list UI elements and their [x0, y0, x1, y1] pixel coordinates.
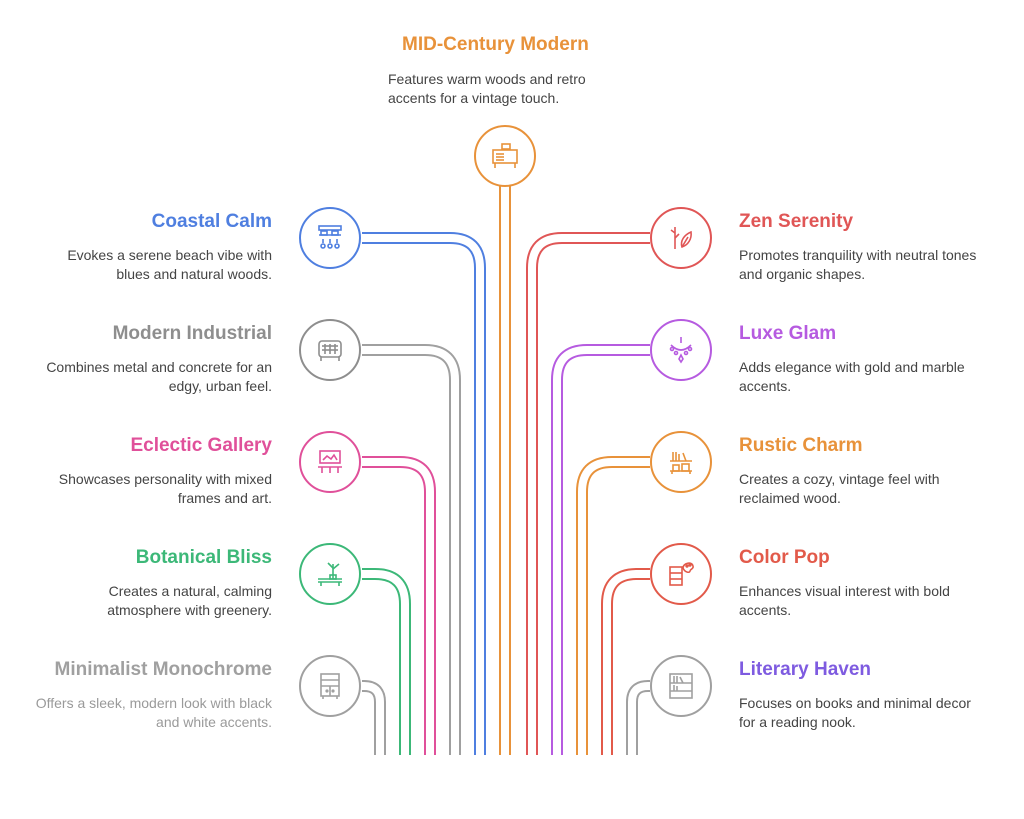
plant-table-icon [318, 562, 342, 586]
right-title-luxe: Luxe Glam [739, 323, 837, 344]
pipe-eclectic [362, 456, 436, 755]
bookshelf-icon [669, 673, 693, 699]
pipe-zen [526, 232, 650, 755]
left-desc-minimalist: Offers a sleek, modern look with black a… [35, 695, 272, 730]
shelf-lamps-icon [318, 225, 342, 249]
right-title-zen: Zen Serenity [739, 211, 854, 232]
left-desc-eclectic: Showcases personality with mixed frames … [58, 471, 272, 506]
right-desc-zen: Promotes tranquility with neutral tones … [739, 247, 977, 282]
pipe-botanical-inner [362, 570, 409, 755]
gallery-frame-icon [318, 450, 342, 473]
left-title-botanical: Botanical Bliss [135, 547, 272, 568]
pipe-zen-inner [528, 234, 650, 755]
node-coastal [299, 207, 361, 269]
industrial-console-icon [318, 340, 342, 361]
pipe-coastal [362, 232, 486, 755]
node-colorpop [650, 543, 712, 605]
right-desc-literary: Focuses on books and minimal decor for a… [739, 695, 971, 730]
node-minimalist [299, 655, 361, 717]
center-desc: Features warm woods and retro accents fo… [388, 71, 586, 106]
pipe-industrial-inner [362, 346, 459, 755]
left-desc-coastal: Evokes a serene beach vibe with blues an… [67, 247, 272, 282]
pipe-luxe-inner [553, 346, 650, 755]
right-desc-rustic: Creates a cozy, vintage feel with reclai… [739, 471, 940, 506]
chandelier-icon [669, 337, 693, 364]
pipe-rustic-inner [578, 458, 650, 755]
right-title-colorpop: Color Pop [739, 547, 830, 568]
pipe-colorpop-inner [603, 570, 650, 755]
center-title: MID-Century Modern [402, 34, 589, 55]
left-desc-botanical: Creates a natural, calming atmosphere wi… [107, 583, 272, 618]
node-luxe [650, 319, 712, 381]
cabinet-drawers-icon [320, 673, 340, 699]
pipe-rustic [576, 456, 650, 755]
node-industrial [299, 319, 361, 381]
left-title-coastal: Coastal Calm [151, 211, 272, 232]
node-zen [650, 207, 712, 269]
left-title-industrial: Modern Industrial [112, 323, 272, 344]
bamboo-leaf-icon [670, 227, 692, 249]
right-title-literary: Literary Haven [739, 659, 872, 680]
pipe-coastal-inner [362, 234, 484, 755]
right-title-rustic: Rustic Charm [739, 435, 863, 456]
right-desc-colorpop: Enhances visual interest with bold accen… [739, 583, 950, 618]
node-literary [650, 655, 712, 717]
node-eclectic [299, 431, 361, 493]
left-title-minimalist: Minimalist Monochrome [54, 659, 272, 680]
pipe-eclectic-inner [362, 458, 434, 755]
palette-shelf-icon [669, 562, 694, 586]
left-desc-industrial: Combines metal and concrete for an edgy,… [46, 359, 272, 394]
right-desc-luxe: Adds elegance with gold and marble accen… [739, 359, 965, 394]
pipe-literary-inner [628, 682, 650, 755]
node-botanical [299, 543, 361, 605]
left-title-eclectic: Eclectic Gallery [130, 435, 272, 456]
rustic-shelf-icon [670, 452, 692, 474]
center-node [474, 125, 536, 187]
node-rustic [650, 431, 712, 493]
pipe-minimalist-inner [362, 682, 384, 755]
cabinet-icon [492, 143, 518, 168]
